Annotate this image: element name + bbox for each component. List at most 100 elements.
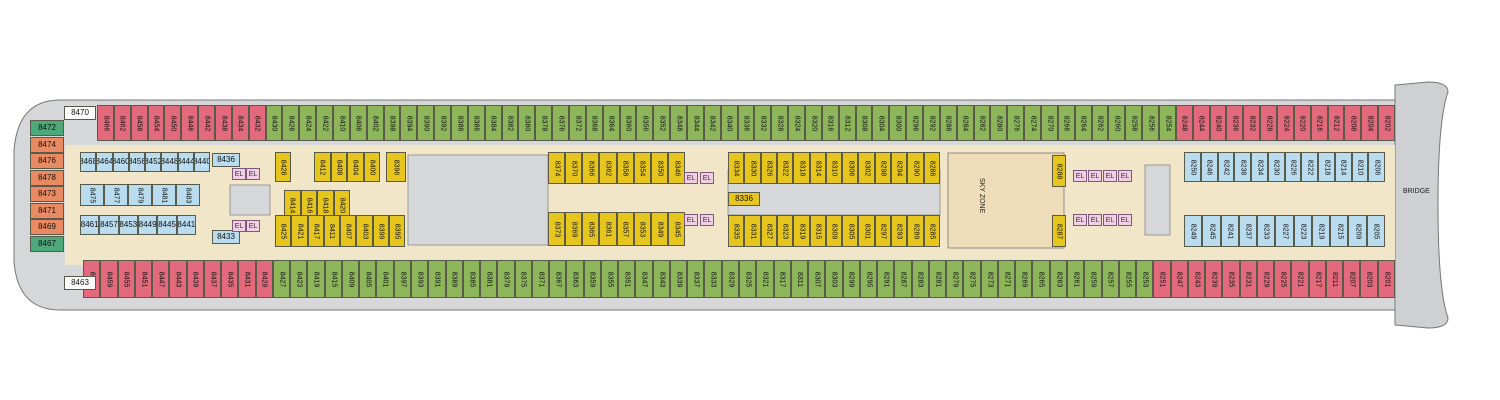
cabin-8364[interactable]: 8364 — [602, 105, 620, 141]
cabin-8230[interactable]: 8230 — [1267, 152, 1285, 182]
cabin-8340[interactable]: 8340 — [720, 105, 738, 141]
cabin-8288[interactable]: 8288 — [1052, 155, 1066, 187]
cabin-8226[interactable]: 8226 — [1284, 152, 1302, 182]
cabin-8350[interactable]: 8350 — [650, 152, 668, 184]
cabin-8434[interactable]: 8434 — [231, 105, 249, 141]
cabin-8460[interactable]: 8460 — [112, 152, 129, 172]
cabin-8310[interactable]: 8310 — [825, 152, 843, 184]
cabin-8234[interactable]: 8234 — [1251, 152, 1268, 182]
cabin-8334[interactable]: 8334 — [728, 152, 745, 184]
cabin-8312[interactable]: 8312 — [838, 105, 856, 141]
cabin-8447[interactable]: 8447 — [152, 260, 170, 298]
cabin-8438[interactable]: 8438 — [215, 105, 232, 141]
cabin-8396[interactable]: 8396 — [386, 152, 406, 182]
cabin-8253[interactable]: 8253 — [1136, 260, 1154, 298]
cabin-8409[interactable]: 8409 — [341, 260, 360, 298]
cabin-8336[interactable]: 8336 — [737, 105, 755, 141]
cabin-8388[interactable]: 8388 — [451, 105, 468, 141]
cabin-8239[interactable]: 8239 — [1205, 260, 1223, 298]
cabin-8215[interactable]: 8215 — [1330, 215, 1349, 247]
cabin-8284[interactable]: 8284 — [956, 105, 974, 141]
cabin-8389[interactable]: 8389 — [445, 260, 463, 298]
cabin-8298[interactable]: 8298 — [874, 152, 892, 184]
cabin-8206[interactable]: 8206 — [1368, 152, 1385, 182]
cabin-8244[interactable]: 8244 — [1192, 105, 1210, 141]
cabin-8412[interactable]: 8412 — [314, 152, 331, 182]
cabin-8325[interactable]: 8325 — [739, 260, 757, 298]
cabin-8314[interactable]: 8314 — [809, 152, 826, 184]
cabin-8287[interactable]: 8287 — [1052, 215, 1066, 247]
cabin-8335[interactable]: 8335 — [728, 215, 745, 247]
cabin-8264[interactable]: 8264 — [1074, 105, 1092, 141]
cabin-8436[interactable]: 8436 — [212, 153, 240, 167]
cabin-8399[interactable]: 8399 — [372, 215, 389, 247]
cabin-8395[interactable]: 8395 — [388, 215, 405, 247]
cabin-8462[interactable]: 8462 — [113, 105, 131, 141]
cabin-8372[interactable]: 8372 — [569, 105, 586, 141]
cabin-8376[interactable]: 8376 — [552, 105, 569, 141]
cabin-8308[interactable]: 8308 — [855, 105, 873, 141]
cabin-8449[interactable]: 8449 — [138, 215, 158, 235]
cabin-8303[interactable]: 8303 — [825, 260, 843, 298]
cabin-8422[interactable]: 8422 — [316, 105, 333, 141]
cabin-8398[interactable]: 8398 — [383, 105, 401, 141]
cabin-8450[interactable]: 8450 — [164, 105, 182, 141]
cabin-8274[interactable]: 8274 — [1024, 105, 1041, 141]
cabin-8411[interactable]: 8411 — [323, 215, 340, 247]
cabin-8337[interactable]: 8337 — [687, 260, 705, 298]
cabin-8368[interactable]: 8368 — [585, 105, 603, 141]
cabin-8339[interactable]: 8339 — [669, 260, 688, 298]
cabin-8316[interactable]: 8316 — [821, 105, 839, 141]
cabin-8483[interactable]: 8483 — [176, 184, 200, 206]
cabin-8476[interactable]: 8476 — [30, 153, 64, 169]
cabin-8221[interactable]: 8221 — [1291, 260, 1309, 298]
cabin-8357[interactable]: 8357 — [616, 212, 634, 246]
cabin-8250[interactable]: 8250 — [1184, 152, 1201, 182]
cabin-8288[interactable]: 8288 — [939, 105, 957, 141]
cabin-8241[interactable]: 8241 — [1220, 215, 1239, 247]
cabin-8319[interactable]: 8319 — [793, 215, 810, 247]
cabin-8321[interactable]: 8321 — [756, 260, 774, 298]
cabin-8247[interactable]: 8247 — [1170, 260, 1188, 298]
cabin-8280[interactable]: 8280 — [990, 105, 1008, 141]
cabin-8305[interactable]: 8305 — [842, 215, 859, 247]
cabin-8446[interactable]: 8446 — [181, 105, 199, 141]
cabin-8323[interactable]: 8323 — [776, 215, 794, 247]
cabin-8276[interactable]: 8276 — [1007, 105, 1025, 141]
cabin-8287[interactable]: 8287 — [894, 260, 912, 298]
cabin-8402[interactable]: 8402 — [366, 105, 384, 141]
cabin-8456[interactable]: 8456 — [128, 152, 145, 172]
cabin-8201[interactable]: 8201 — [1377, 260, 1395, 298]
cabin-8326[interactable]: 8326 — [760, 152, 777, 184]
cabin-8393[interactable]: 8393 — [411, 260, 429, 298]
cabin-8299[interactable]: 8299 — [842, 260, 860, 298]
cabin-8374[interactable]: 8374 — [548, 152, 566, 184]
cabin-8437[interactable]: 8437 — [203, 260, 222, 298]
cabin-8202[interactable]: 8202 — [1378, 105, 1395, 141]
cabin-8332[interactable]: 8332 — [754, 105, 772, 141]
cabin-8309[interactable]: 8309 — [825, 215, 843, 247]
cabin-8270[interactable]: 8270 — [1041, 105, 1058, 141]
cabin-8352[interactable]: 8352 — [653, 105, 671, 141]
cabin-8294[interactable]: 8294 — [891, 152, 908, 184]
cabin-8225[interactable]: 8225 — [1274, 260, 1292, 298]
cabin-8371[interactable]: 8371 — [531, 260, 550, 298]
cabin-8392[interactable]: 8392 — [434, 105, 451, 141]
cabin-8459[interactable]: 8459 — [100, 260, 118, 298]
cabin-8380[interactable]: 8380 — [518, 105, 536, 141]
cabin-8297[interactable]: 8297 — [874, 215, 892, 247]
cabin-8415[interactable]: 8415 — [324, 260, 342, 298]
cabin-8306[interactable]: 8306 — [842, 152, 859, 184]
cabin-8238[interactable]: 8238 — [1234, 152, 1251, 182]
cabin-8231[interactable]: 8231 — [1239, 260, 1257, 298]
cabin-8208[interactable]: 8208 — [1344, 105, 1362, 141]
cabin-8295[interactable]: 8295 — [859, 260, 878, 298]
cabin-8401[interactable]: 8401 — [376, 260, 394, 298]
cabin-8318[interactable]: 8318 — [793, 152, 810, 184]
cabin-8345[interactable]: 8345 — [667, 212, 685, 246]
cabin-8360[interactable]: 8360 — [619, 105, 637, 141]
cabin-8292[interactable]: 8292 — [923, 105, 940, 141]
cabin-8214[interactable]: 8214 — [1334, 152, 1352, 182]
cabin-8421[interactable]: 8421 — [291, 215, 308, 247]
cabin-8233[interactable]: 8233 — [1257, 215, 1276, 247]
